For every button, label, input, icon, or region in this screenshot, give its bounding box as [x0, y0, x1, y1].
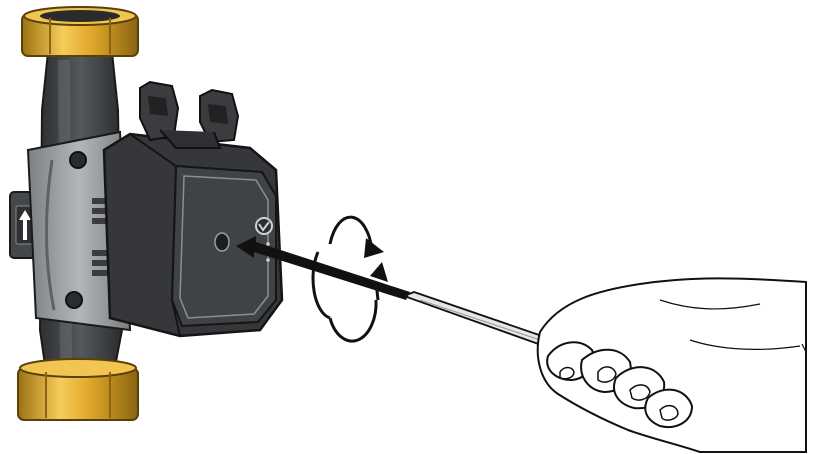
led-1 — [266, 242, 270, 246]
top-fitting — [22, 7, 138, 56]
led-3 — [266, 258, 270, 262]
screwdriver — [400, 292, 548, 346]
motor-head — [104, 134, 282, 336]
pump-status-icon — [256, 218, 272, 234]
rotor-access-hole[interactable] — [215, 233, 229, 251]
electrical-connectors — [140, 82, 238, 148]
hand — [538, 278, 806, 452]
bottom-fitting — [18, 359, 138, 420]
